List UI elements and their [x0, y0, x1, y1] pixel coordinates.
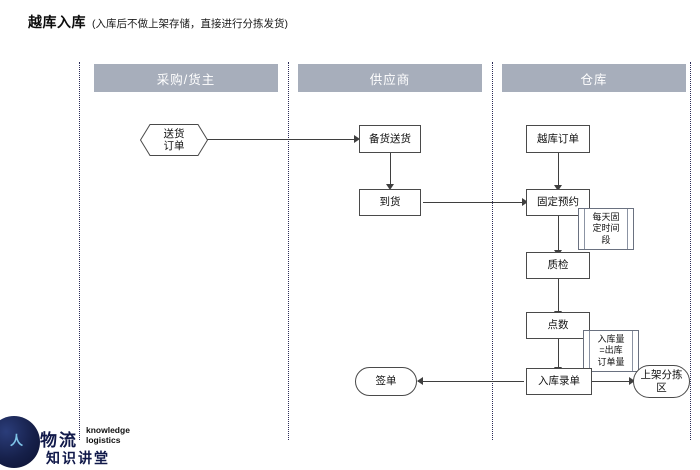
arrowhead-delivery-to-prepare	[354, 135, 360, 143]
arrowhead-arrived-to-appointment	[522, 198, 528, 206]
node-sign-order-label: 签单	[375, 375, 397, 388]
note-qty-match: 入库量 =出库 订单量	[583, 330, 639, 372]
node-sorting-area[interactable]: 上架分拣 区	[633, 365, 690, 398]
hexagon-shape-icon	[140, 124, 208, 156]
lane-header-supplier-label: 供应商	[369, 72, 411, 87]
node-counting-label: 点数	[547, 319, 569, 332]
edge-prepare-to-arrived	[390, 153, 391, 185]
title-subtitle-text: (入库后不做上架存储，直接进行分拣发货)	[92, 18, 288, 30]
node-inbound-entry[interactable]: 入库录单	[526, 368, 592, 395]
lane-header-warehouse: 仓库	[502, 64, 686, 92]
logo-en-line1-text: knowledge	[86, 425, 130, 435]
node-sorting-area-label: 上架分拣 区	[640, 369, 683, 394]
lane-header-purchasing-label: 采购/货主	[156, 72, 216, 87]
edge-delivery-to-prepare	[207, 139, 355, 140]
note-left-rule	[584, 209, 585, 249]
note-left-rule	[589, 331, 590, 371]
node-quality-check[interactable]: 质检	[526, 252, 590, 279]
node-fixed-appointment-label: 固定预约	[537, 196, 579, 209]
arrowhead-prepare-to-arrived	[386, 184, 394, 190]
lane-divider-right	[690, 62, 691, 440]
arrowhead-crossdock-to-appointment	[554, 185, 562, 191]
title-main-text: 越库入库	[28, 14, 86, 30]
node-prepare-deliver[interactable]: 备货送货	[359, 125, 421, 153]
lane-header-purchasing: 采购/货主	[94, 64, 278, 92]
brand-logo: 人 物流 knowledge logistics 知识讲堂	[0, 412, 138, 470]
page-title: 越库入库 (入库后不做上架存储，直接进行分拣发货)	[28, 12, 288, 32]
node-goods-arrived[interactable]: 到货	[359, 189, 421, 216]
arrowhead-entry-to-sign	[417, 377, 423, 385]
node-fixed-appointment[interactable]: 固定预约	[526, 189, 590, 216]
note-right-rule	[632, 331, 633, 371]
edge-crossdock-to-appointment	[558, 153, 559, 186]
node-delivery-order-label: 送货 订单	[163, 127, 185, 152]
node-prepare-deliver-label: 备货送货	[369, 132, 411, 145]
logo-circle-mark-icon: 人	[0, 416, 40, 468]
lane-header-supplier: 供应商	[298, 64, 482, 92]
edge-qc-to-counting	[558, 279, 559, 312]
lane-divider-left	[79, 62, 80, 440]
lane-divider-1	[288, 62, 289, 440]
note-fixed-timeslot-text: 每天固 定时间 段	[592, 212, 620, 245]
node-inbound-entry-label: 入库录单	[538, 375, 580, 388]
logo-en-line2-text: logistics	[86, 435, 121, 445]
node-delivery-order[interactable]: 送货 订单	[140, 124, 208, 156]
note-qty-match-text: 入库量 =出库 订单量	[597, 334, 625, 367]
logo-cn-top-text: 物流	[40, 431, 78, 451]
logo-inner-glyph: 人	[10, 434, 24, 449]
edge-entry-to-sign	[418, 381, 524, 382]
note-fixed-timeslot: 每天固 定时间 段	[578, 208, 634, 250]
arrowhead-entry-to-sorting	[629, 377, 635, 385]
logo-cn-bottom-text: 知识讲堂	[46, 451, 110, 467]
edge-entry-to-sorting	[592, 381, 630, 382]
edge-arrived-to-appointment	[423, 202, 523, 203]
note-right-rule	[627, 209, 628, 249]
edge-appointment-to-qc	[558, 216, 559, 251]
lane-divider-2	[492, 62, 493, 440]
node-crossdock-order-label: 越库订单	[537, 132, 579, 145]
node-crossdock-order[interactable]: 越库订单	[526, 125, 590, 153]
lane-header-warehouse-label: 仓库	[580, 72, 608, 87]
node-sign-order[interactable]: 签单	[355, 367, 417, 396]
node-counting[interactable]: 点数	[526, 312, 590, 339]
edge-counting-to-entry	[558, 339, 559, 368]
node-goods-arrived-label: 到货	[379, 196, 401, 209]
node-quality-check-label: 质检	[547, 259, 569, 272]
